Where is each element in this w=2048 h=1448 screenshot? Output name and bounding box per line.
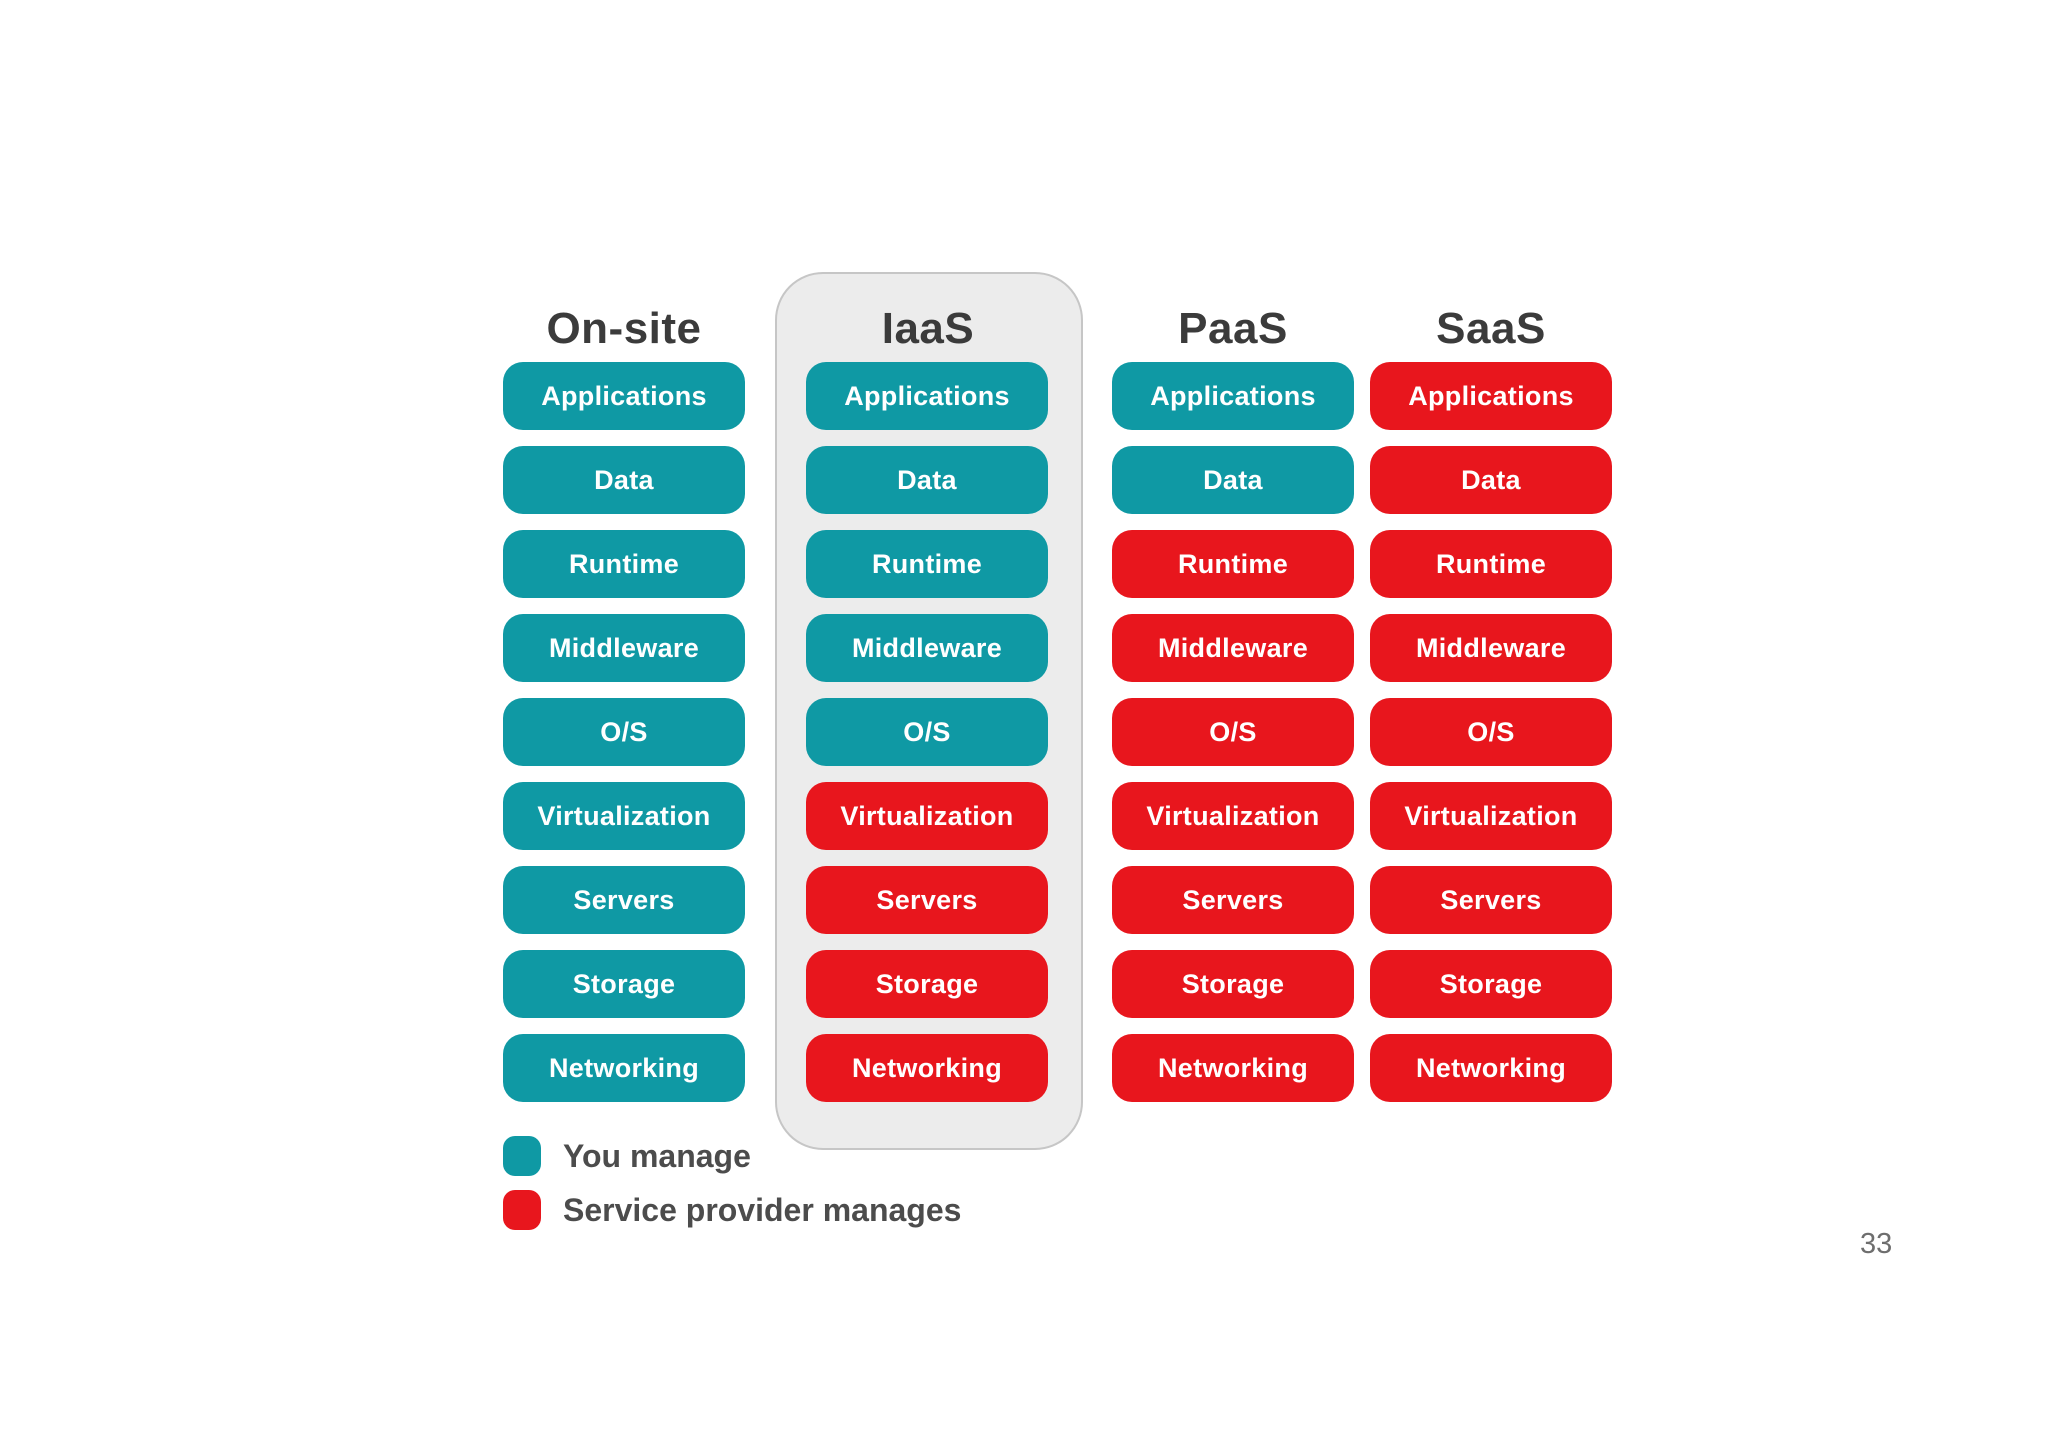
layer-box-paas-middleware: Middleware <box>1112 614 1354 682</box>
layer-box-paas-servers: Servers <box>1112 866 1354 934</box>
column-header-onsite: On-site <box>546 304 702 353</box>
legend-you-manage: You manage <box>503 1134 751 1178</box>
layer-box-saas-applications: Applications <box>1370 362 1612 430</box>
layer-box-saas-storage: Storage <box>1370 950 1612 1018</box>
layer-box-saas-o-s: O/S <box>1370 698 1612 766</box>
layer-box-saas-networking: Networking <box>1370 1034 1612 1102</box>
layer-box-iaas-middleware: Middleware <box>806 614 1048 682</box>
you-manage-swatch <box>503 1136 541 1176</box>
layer-box-iaas-virtualization: Virtualization <box>806 782 1048 850</box>
layer-box-paas-data: Data <box>1112 446 1354 514</box>
layer-box-paas-storage: Storage <box>1112 950 1354 1018</box>
layer-box-onsite-data: Data <box>503 446 745 514</box>
layer-box-onsite-middleware: Middleware <box>503 614 745 682</box>
layer-box-paas-runtime: Runtime <box>1112 530 1354 598</box>
layer-box-iaas-storage: Storage <box>806 950 1048 1018</box>
layer-box-onsite-storage: Storage <box>503 950 745 1018</box>
column-header-saas: SaaS <box>1436 304 1546 353</box>
layer-box-saas-data: Data <box>1370 446 1612 514</box>
layer-box-paas-applications: Applications <box>1112 362 1354 430</box>
layer-box-onsite-runtime: Runtime <box>503 530 745 598</box>
layer-box-onsite-virtualization: Virtualization <box>503 782 745 850</box>
layer-box-onsite-servers: Servers <box>503 866 745 934</box>
provider-manages-label: Service provider manages <box>563 1191 962 1228</box>
layer-box-paas-networking: Networking <box>1112 1034 1354 1102</box>
layer-box-saas-runtime: Runtime <box>1370 530 1612 598</box>
layer-box-iaas-servers: Servers <box>806 866 1048 934</box>
layer-box-paas-virtualization: Virtualization <box>1112 782 1354 850</box>
layer-box-iaas-applications: Applications <box>806 362 1048 430</box>
layer-box-iaas-o-s: O/S <box>806 698 1048 766</box>
layer-box-saas-servers: Servers <box>1370 866 1612 934</box>
column-header-iaas: IaaS <box>881 304 975 353</box>
legend-provider-manages: Service provider manages <box>503 1188 961 1232</box>
layer-box-onsite-networking: Networking <box>503 1034 745 1102</box>
layer-box-iaas-runtime: Runtime <box>806 530 1048 598</box>
page-number: 33 <box>1860 1228 1893 1260</box>
layer-box-onsite-applications: Applications <box>503 362 745 430</box>
layer-box-iaas-networking: Networking <box>806 1034 1048 1102</box>
layer-box-iaas-data: Data <box>806 446 1048 514</box>
layer-box-saas-middleware: Middleware <box>1370 614 1612 682</box>
column-header-paas: PaaS <box>1178 304 1288 353</box>
layer-box-saas-virtualization: Virtualization <box>1370 782 1612 850</box>
layer-box-onsite-o-s: O/S <box>503 698 745 766</box>
provider-manages-swatch <box>503 1190 541 1230</box>
layer-box-paas-o-s: O/S <box>1112 698 1354 766</box>
you-manage-label: You manage <box>563 1137 751 1174</box>
